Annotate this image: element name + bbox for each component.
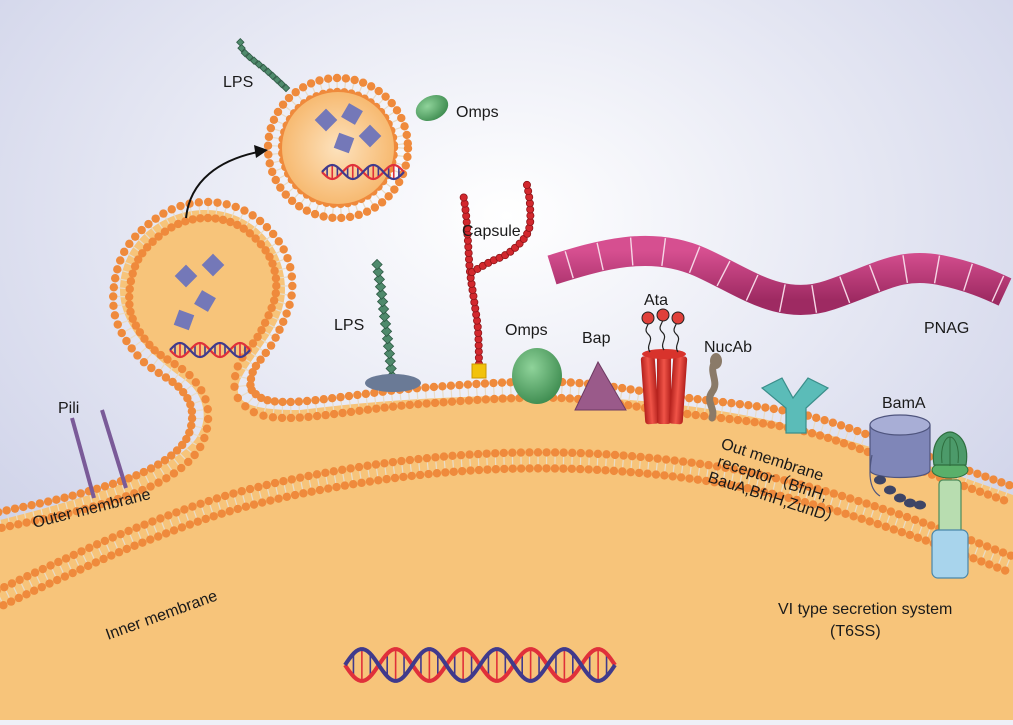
lps-anchor: [365, 374, 421, 392]
capsule-anchor: [472, 364, 486, 378]
omps-protein: [512, 348, 562, 404]
label-bap: Bap: [582, 330, 611, 347]
label-t6ss-line1: VI type secretion system: [778, 601, 952, 618]
label-t6ss-line2: (T6SS): [830, 623, 881, 640]
label-pnag: PNAG: [924, 320, 969, 337]
label-bama: BamA: [882, 395, 926, 412]
label-omps: Omps: [505, 322, 548, 339]
label-omps-vesicle: Omps: [456, 104, 499, 121]
label-capsule: Capsule: [462, 223, 521, 240]
label-lps: LPS: [334, 317, 364, 334]
nucab-protein: [710, 362, 715, 418]
label-nucab: NucAb: [704, 339, 752, 356]
label-pili: Pili: [58, 400, 79, 417]
label-ata: Ata: [644, 292, 668, 309]
label-lps-vesicle: LPS: [223, 74, 253, 91]
